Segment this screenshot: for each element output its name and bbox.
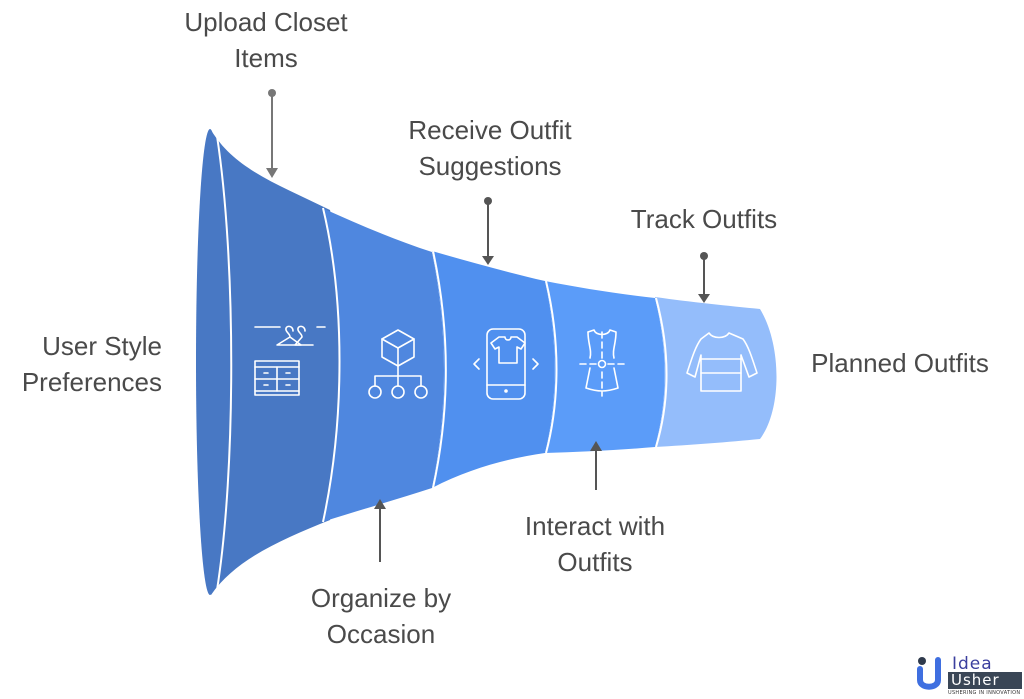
label-line: Interact with bbox=[524, 511, 666, 541]
label-upload-closet-items: Upload Closet Items bbox=[166, 4, 366, 76]
label-organize-by-occasion: Organize by Occasion bbox=[276, 580, 486, 652]
label-line: Track Outfits bbox=[630, 204, 778, 234]
label-line: Organize by bbox=[310, 583, 452, 613]
phone-tshirt-icon bbox=[473, 328, 539, 400]
label-receive-outfit-suggestions: Receive Outfit Suggestions bbox=[380, 112, 600, 184]
label-planned-outfits: Planned Outfits bbox=[792, 345, 1008, 381]
funnel-mouth bbox=[196, 129, 224, 595]
dress-form-icon bbox=[579, 329, 627, 397]
divider-line bbox=[432, 250, 447, 489]
idea-usher-logo: Idea Usher USHERING IN INNOVATION bbox=[912, 652, 1022, 696]
label-user-style-preferences: User Style Preferences bbox=[20, 328, 162, 400]
arrow-interact-with-outfits bbox=[590, 441, 602, 490]
cube-hierarchy-icon bbox=[368, 329, 428, 399]
label-interact-with-outfits: Interact with Outfits bbox=[490, 508, 700, 580]
label-line: Preferences bbox=[21, 367, 162, 397]
funnel-segment-upload-closet-items bbox=[199, 130, 345, 595]
label-line: Occasion bbox=[326, 619, 436, 649]
segment-dividers bbox=[216, 135, 668, 591]
arrow-organize-by-occasion bbox=[374, 499, 386, 562]
label-line: Receive Outfit bbox=[408, 115, 572, 145]
label-line: Outfits bbox=[557, 547, 633, 577]
hanger-dresser-icon bbox=[254, 325, 326, 396]
divider-line bbox=[545, 280, 558, 454]
label-line: Items bbox=[234, 43, 298, 73]
arrow-track-outfits bbox=[698, 252, 710, 303]
divider-line bbox=[655, 297, 668, 448]
funnel-segment-organize-by-occasion bbox=[322, 208, 444, 522]
funnel-segments bbox=[196, 129, 777, 595]
divider-line bbox=[322, 207, 341, 523]
logo-tagline: USHERING IN INNOVATION bbox=[948, 690, 1021, 696]
logo-text-idea: Idea bbox=[952, 654, 993, 674]
label-track-outfits: Track Outfits bbox=[604, 201, 804, 237]
sweater-icon bbox=[686, 332, 758, 392]
funnel-segment-receive-outfit-suggestions bbox=[432, 251, 555, 488]
arrow-receive-outfit-suggestions bbox=[482, 197, 494, 265]
label-line: User Style bbox=[42, 331, 162, 361]
funnel-segment-track-outfits bbox=[655, 297, 777, 447]
label-line: Suggestions bbox=[418, 151, 562, 181]
label-line: Planned Outfits bbox=[811, 348, 989, 378]
logo-u-icon bbox=[917, 657, 941, 690]
logo-text-usher: Usher bbox=[948, 672, 1022, 689]
callout-arrows bbox=[266, 89, 710, 562]
divider-line bbox=[216, 135, 233, 591]
label-line: Upload Closet bbox=[184, 7, 348, 37]
arrow-upload-closet-items bbox=[266, 89, 278, 178]
